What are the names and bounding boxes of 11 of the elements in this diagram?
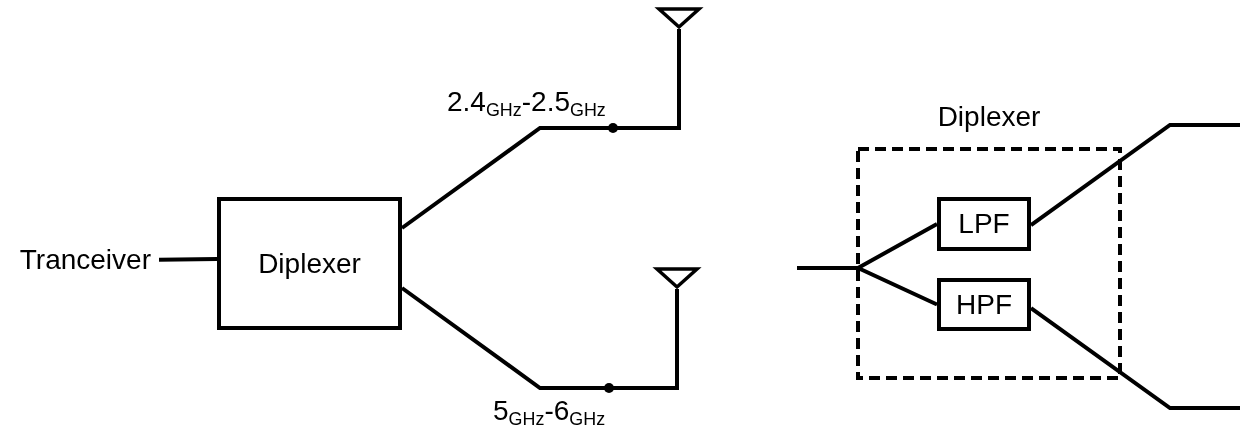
block-label: LPF [958, 207, 1010, 241]
node-label: Tranceiver [19, 243, 151, 277]
function-block [937, 278, 1031, 331]
function-block [937, 197, 1031, 251]
block-label: HPF [956, 287, 1012, 322]
group-title: Diplexer [937, 100, 1041, 134]
block-label: Diplexer [258, 246, 361, 281]
function-block [217, 197, 402, 330]
signal-line [158, 257, 218, 262]
edge-label: 5$_{GHz}$-6$_{GHz}$ [493, 394, 606, 428]
edge-label: 2.4$_{GHz}$-2.5$_{GHz}$ [447, 85, 606, 119]
